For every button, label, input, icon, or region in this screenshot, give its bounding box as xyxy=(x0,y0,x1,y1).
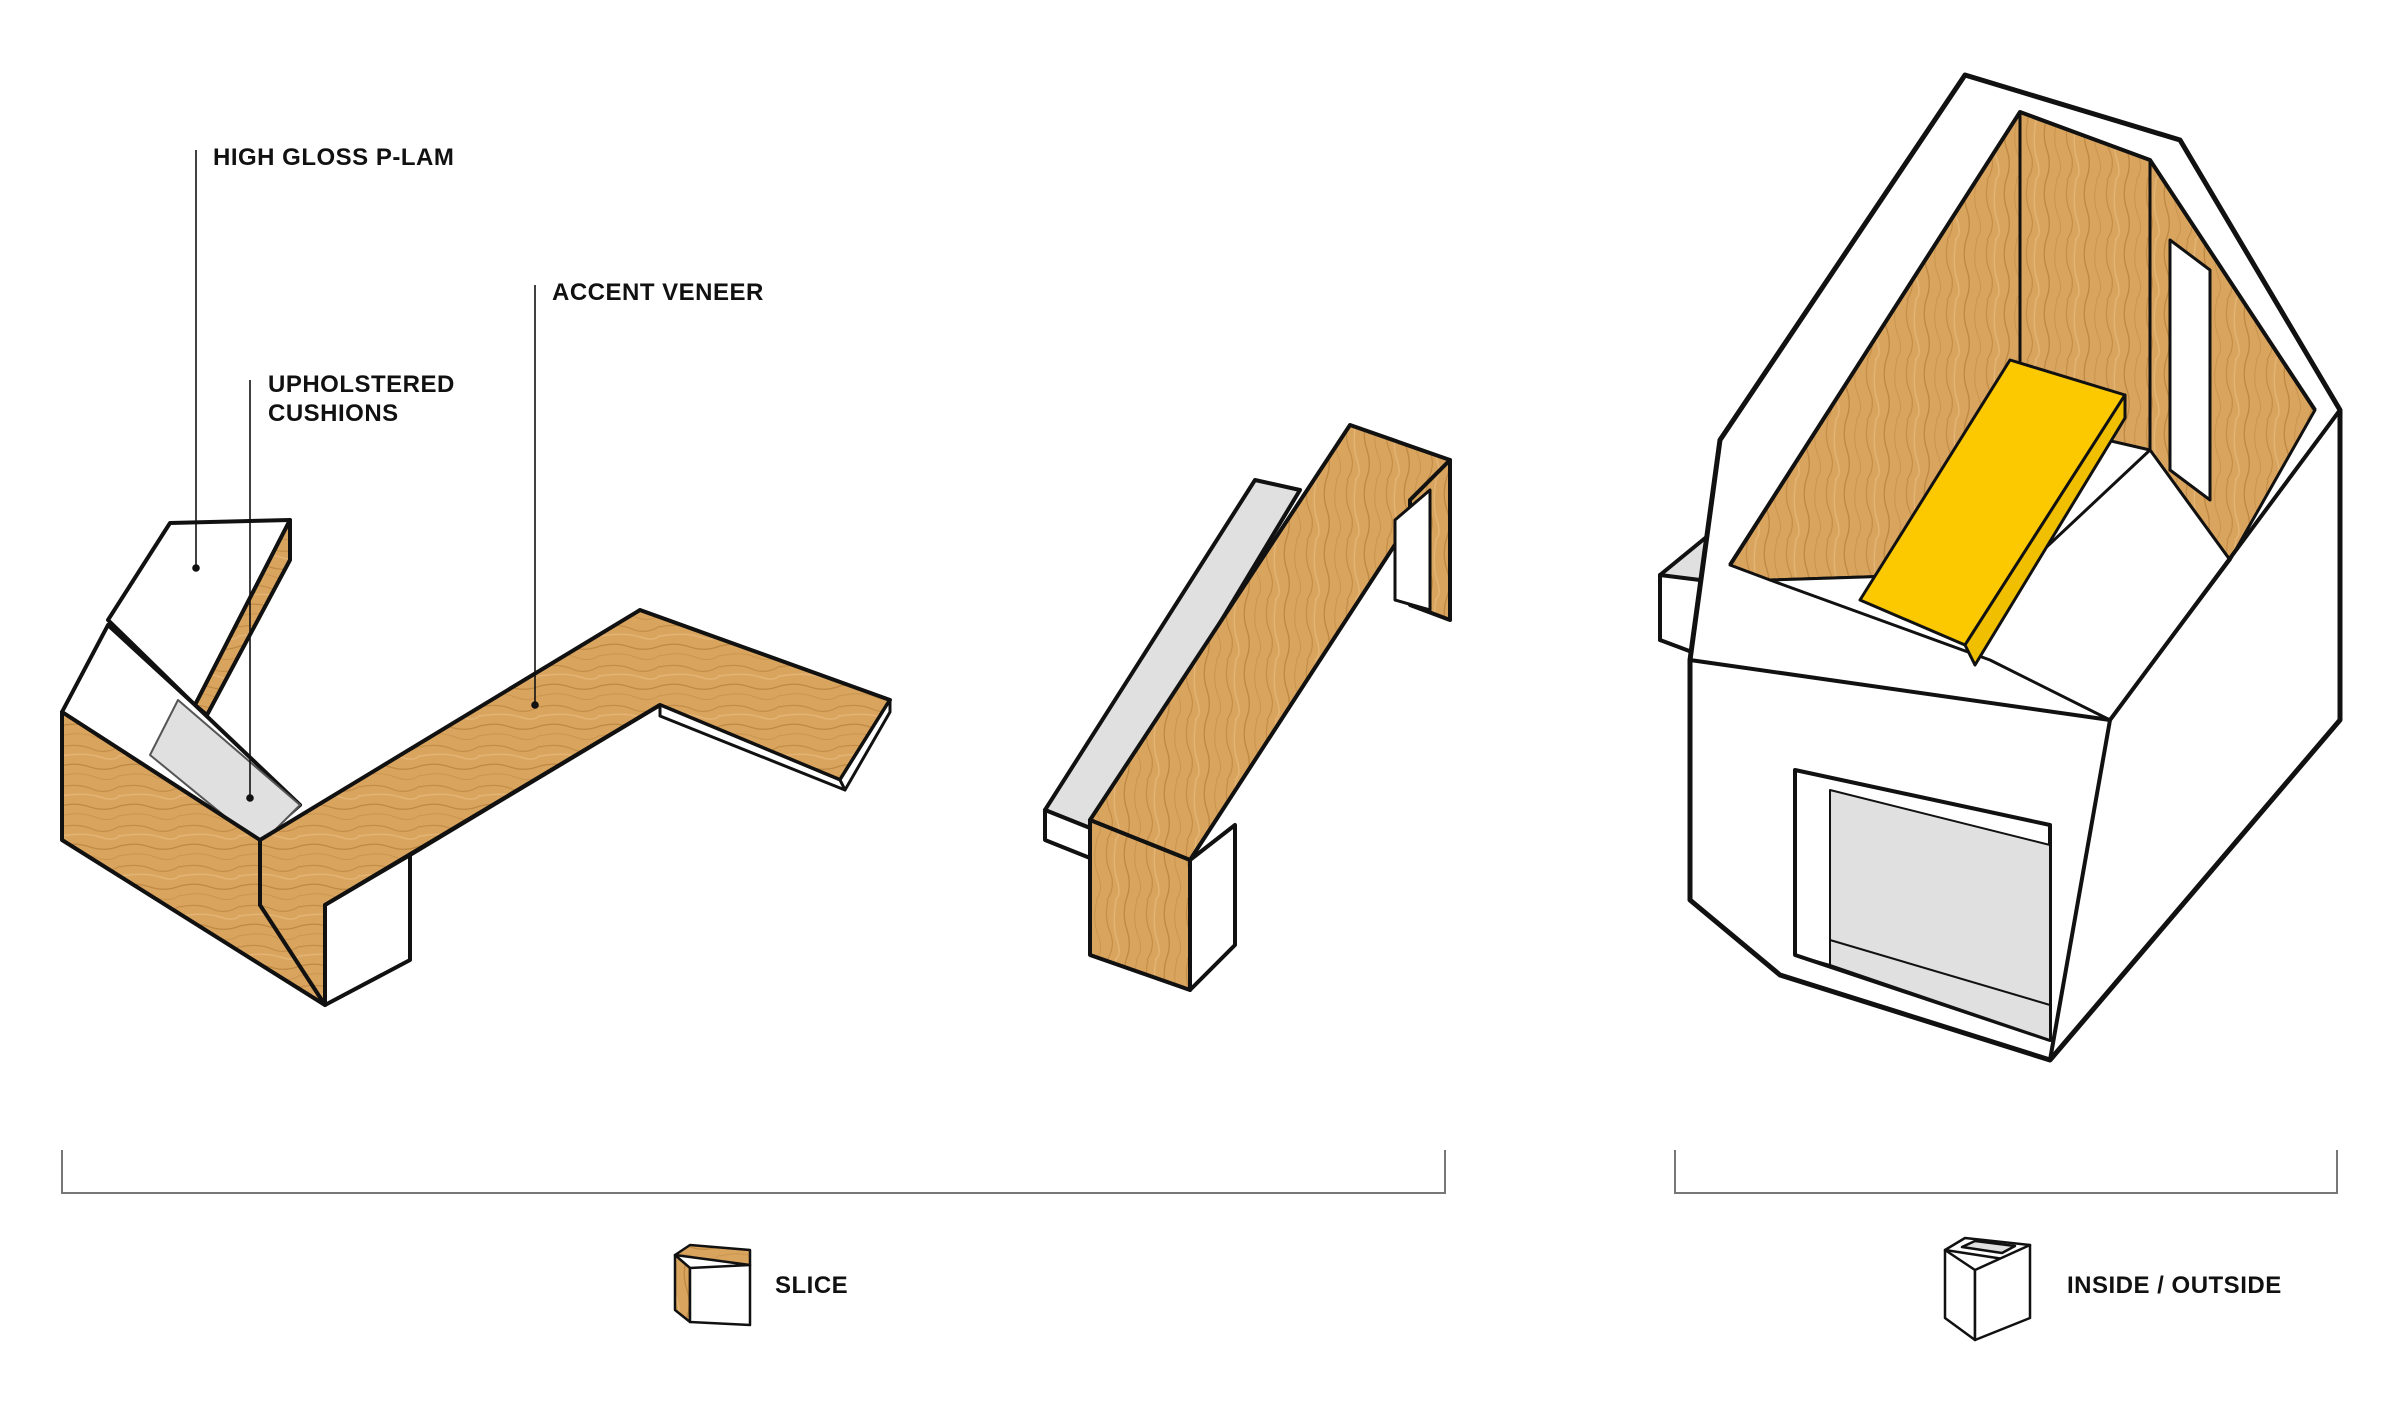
label-high-gloss-plam: HIGH GLOSS P-LAM xyxy=(213,144,455,171)
legend-inside-outside-label: INSIDE / OUTSIDE xyxy=(2067,1272,2282,1299)
label-accent-veneer: ACCENT VENEER xyxy=(552,279,764,306)
pod-inner-window-slot xyxy=(2168,238,2212,502)
slice-bracket xyxy=(61,1150,1446,1194)
legend-slice-label: SLICE xyxy=(775,1272,849,1299)
bench-slice-illustration xyxy=(1043,423,1452,992)
pod-yellow-bench-front xyxy=(1963,393,2127,667)
pod-inside-outside-illustration xyxy=(1658,72,2343,1063)
inside-outside-bracket xyxy=(1674,1150,2338,1194)
pod-front-window-interior xyxy=(1829,789,2051,1041)
wood-cube-icon xyxy=(673,1243,752,1327)
callout-leaders xyxy=(192,150,539,802)
hollow-cube-icon xyxy=(1943,1236,2032,1342)
bench-front-leg-side xyxy=(1188,823,1237,992)
sofa-slice-illustration xyxy=(60,518,892,1007)
sofa-seat-inner-edge xyxy=(658,703,847,792)
group-brackets xyxy=(61,1150,2338,1194)
label-upholstered-cushions: UPHOLSTERED CUSHIONS xyxy=(268,371,455,427)
bench-back-leg-inner xyxy=(1393,488,1432,612)
